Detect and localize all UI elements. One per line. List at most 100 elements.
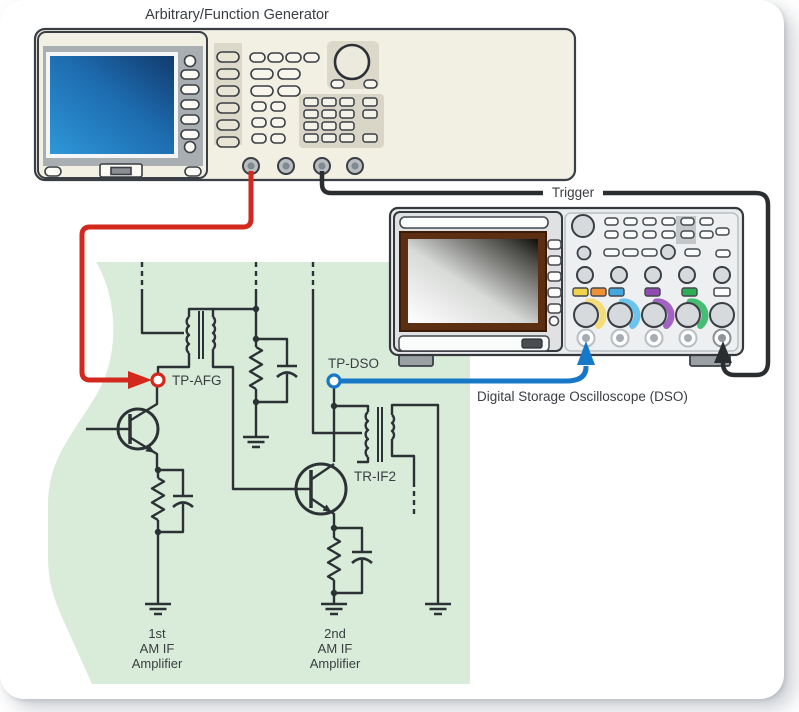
dso-knob [675, 302, 701, 328]
dso-button [684, 248, 701, 257]
dso-button [547, 255, 562, 266]
dso-button [548, 315, 560, 327]
afg-button [250, 85, 274, 97]
afg-key [362, 109, 378, 119]
wire [334, 404, 370, 464]
dso-input-connectors [576, 328, 732, 348]
dso-button [604, 230, 619, 239]
afg-button [184, 166, 202, 177]
afg-button [183, 140, 197, 154]
afg-monitor [37, 31, 208, 179]
dso-knob [576, 266, 594, 284]
afg-key [339, 97, 355, 107]
trigger-label-bg [543, 184, 603, 201]
function-generator [33, 27, 577, 182]
oscilloscope [388, 206, 745, 367]
dso-button [680, 217, 695, 226]
svg-text:Amplifier: Amplifier [310, 656, 361, 671]
dso-button [547, 239, 562, 250]
afg-key [339, 109, 355, 119]
transistor-q1 [116, 407, 160, 453]
dso-knob [709, 302, 735, 328]
afg-button [44, 166, 62, 177]
dso-knob [660, 244, 676, 260]
afg-controls [214, 41, 384, 175]
dso-button [547, 303, 562, 314]
dso-button [699, 230, 714, 239]
tp-afg-marker [150, 372, 166, 388]
afg-key [339, 133, 355, 143]
afg-button [216, 68, 240, 80]
dso-button [641, 248, 658, 257]
dso-vertical-knobs [576, 266, 731, 284]
bnc-center [247, 162, 255, 170]
bnc-center [351, 162, 359, 170]
wire [390, 403, 440, 604]
wire [211, 349, 311, 491]
knob-accent [618, 298, 641, 329]
ch3-button [608, 287, 625, 297]
dso-button [699, 217, 714, 226]
afg-key [303, 121, 319, 131]
emitter-arrow [145, 445, 155, 453]
afg-key [321, 133, 337, 143]
resistor [248, 345, 264, 391]
afg-button [267, 52, 284, 63]
afg-button [216, 51, 240, 63]
emitter-arrow [322, 504, 332, 513]
dso-lower-strip [398, 335, 550, 352]
dso-title: Digital Storage Oscilloscope (DSO) [477, 389, 688, 404]
dso-button [604, 217, 619, 226]
afg-button [285, 52, 302, 63]
dso-cable-arrow [577, 341, 595, 365]
afg-button [277, 85, 301, 97]
afg-button [180, 84, 200, 95]
wire [130, 387, 159, 470]
afg-button [303, 52, 320, 63]
dso-knob [678, 266, 696, 284]
afg-button [180, 129, 200, 140]
afg-button [270, 117, 286, 128]
ch2-button [590, 287, 607, 297]
dso-button [713, 287, 731, 297]
dso-button [661, 217, 676, 226]
afg-button [183, 54, 197, 68]
svg-text:Amplifier: Amplifier [132, 656, 183, 671]
bnc-center [650, 334, 658, 342]
wire [390, 439, 416, 482]
knob-accent [652, 298, 675, 329]
afg-button [216, 85, 240, 97]
afg-key [303, 97, 319, 107]
wire [140, 294, 184, 335]
dso-monitor [393, 211, 563, 352]
dso-button [622, 248, 639, 257]
dso-knob [644, 266, 662, 284]
circuit-board-region [48, 262, 470, 684]
wire [187, 307, 256, 317]
resistor [150, 476, 166, 522]
dso-knob [571, 214, 595, 238]
svg-text:2nd: 2nd [324, 626, 346, 641]
afg-key [303, 133, 319, 143]
afg-button [251, 101, 267, 112]
afg-button [216, 119, 240, 131]
afg-key [362, 133, 378, 143]
afg-button [251, 133, 267, 144]
afg-button [180, 99, 200, 110]
dso-button [623, 230, 638, 239]
afg-signal-cable [79, 171, 254, 383]
dso-button [715, 227, 730, 236]
afg-button [180, 69, 200, 80]
stage1-label: 1st AM IF Amplifier [132, 626, 183, 671]
dso-button [661, 230, 676, 239]
afg-button [363, 79, 378, 89]
afg-button [277, 68, 301, 80]
afg-button [251, 117, 267, 128]
dso-scale-knobs [573, 298, 735, 329]
tp-dso-marker [326, 373, 342, 389]
wire [156, 353, 191, 374]
amplifier-schematic [86, 262, 451, 616]
dso-channel-buttons [572, 287, 698, 297]
ground-symbol [145, 435, 451, 616]
dso-knob [573, 302, 599, 328]
